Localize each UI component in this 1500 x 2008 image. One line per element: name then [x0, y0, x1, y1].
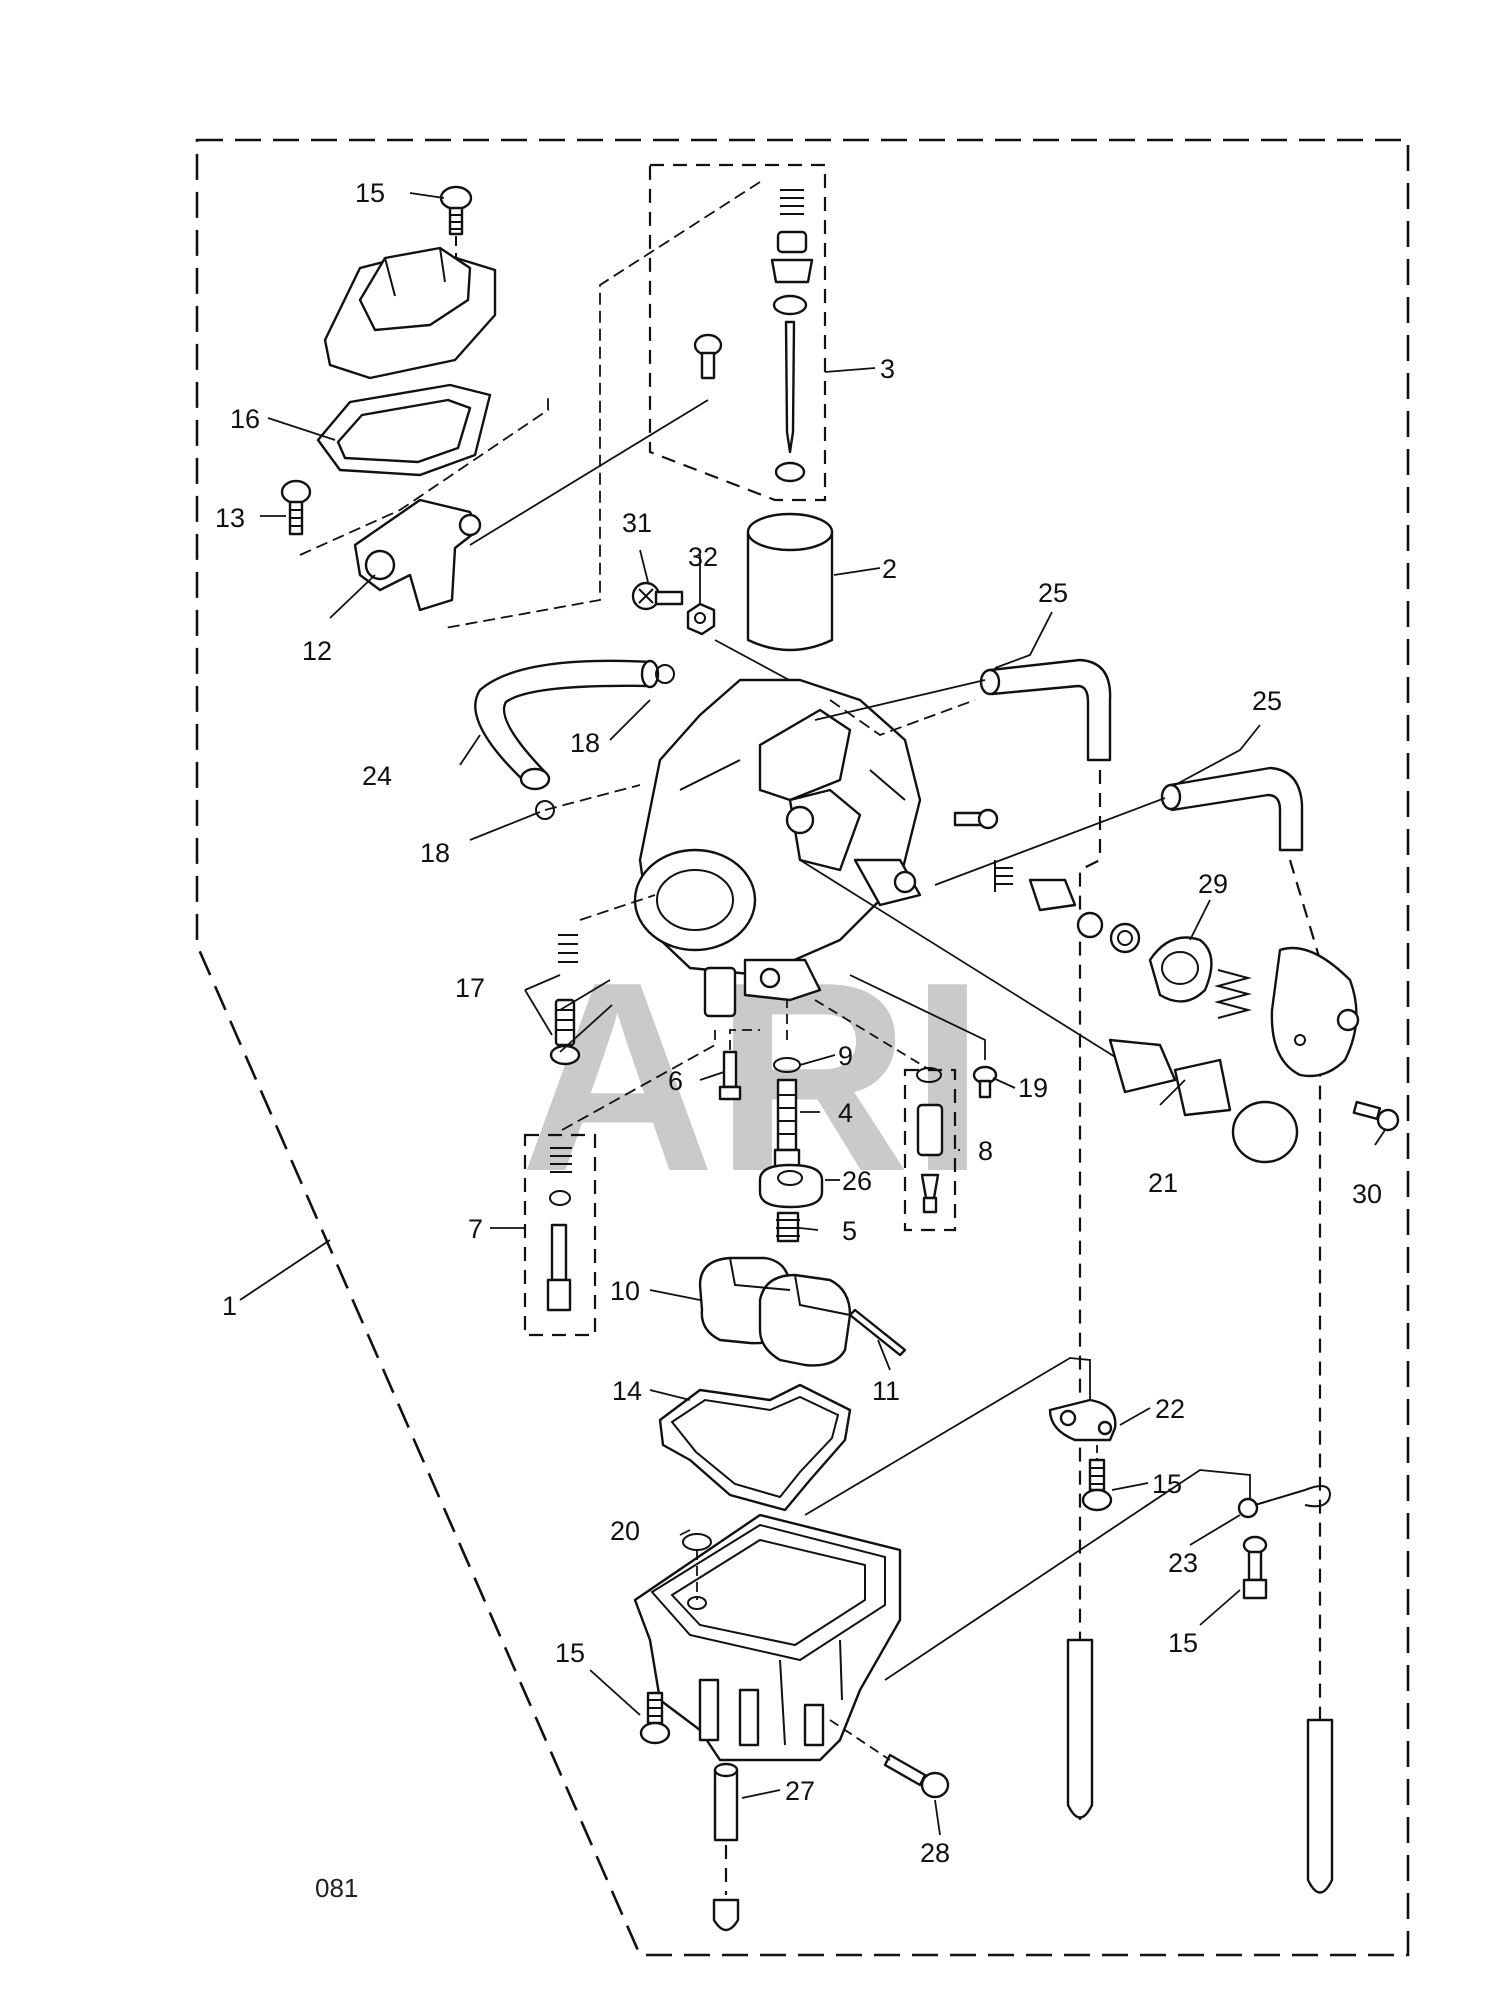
callout-9: 9 — [838, 1041, 853, 1071]
throttle-slide-2 — [746, 512, 834, 652]
screw-29 — [1352, 1100, 1400, 1132]
callout-6: 6 — [668, 1066, 683, 1096]
float-bowl — [633, 1513, 902, 1762]
clamp-23 — [1237, 1485, 1332, 1519]
gasket-16 — [316, 383, 492, 477]
float-bowl-gasket-14 — [658, 1383, 852, 1512]
plunger-rod — [1028, 878, 1077, 912]
screw-19 — [972, 1065, 998, 1099]
bracket-22 — [1048, 1398, 1117, 1442]
needle-valve-group-8 — [903, 1067, 957, 1232]
needle-spring — [780, 189, 804, 215]
callout-10: 10 — [610, 1276, 640, 1306]
callout-32: 32 — [688, 542, 718, 572]
callout-1: 1 — [222, 1291, 237, 1321]
callout-31: 31 — [622, 508, 652, 538]
starter-plunger-21 — [1108, 1038, 1299, 1164]
callout-12: 12 — [302, 636, 332, 666]
leader-lines — [239, 192, 1386, 1836]
callout-29: 30 — [1352, 1179, 1382, 1209]
pilot-jet-6 — [718, 1050, 742, 1101]
diaphragm-28 — [1148, 936, 1213, 1003]
figure-code: 081 — [315, 1873, 358, 1903]
float-10 — [698, 1256, 852, 1367]
carburetor-body — [633, 678, 922, 1018]
top-cover-group — [280, 185, 549, 612]
screw-13 — [280, 479, 312, 536]
throttle-lever-12 — [353, 498, 482, 612]
callout-15-bottom-left: 15 — [555, 1638, 585, 1668]
o-ring-20 — [682, 1533, 712, 1551]
main-jet-5 — [776, 1211, 800, 1243]
float-pin-11 — [848, 1308, 907, 1357]
screw-15-right — [1242, 1535, 1268, 1600]
jet-needle-group-3 — [648, 163, 827, 502]
cover-cap — [323, 246, 497, 380]
drain-hose-26 — [712, 1762, 740, 1932]
callout-15-middle: 15 — [1152, 1469, 1182, 1499]
hose-25-left — [979, 658, 1112, 1820]
callout-22: 22 — [1155, 1394, 1185, 1424]
callout-3: 3 — [880, 354, 895, 384]
clip-18-top — [655, 664, 675, 684]
clip-18-bottom — [535, 800, 555, 820]
assembly-boundary — [195, 138, 1410, 1957]
callout-4: 4 — [838, 1098, 853, 1128]
pilot-jet-group-7 — [523, 1133, 597, 1337]
callout-11: 11 — [872, 1376, 900, 1406]
callout-20: 20 — [610, 1516, 640, 1546]
callout-21: 21 — [1148, 1168, 1178, 1198]
pilot-screw-17 — [549, 934, 581, 1066]
screw-15-top — [439, 185, 473, 236]
callout-19: 19 — [1018, 1073, 1048, 1103]
callout-17: 17 — [455, 973, 485, 1003]
callout-25-left: 25 — [1038, 578, 1068, 608]
drain-screw-27 — [883, 1753, 950, 1799]
screw-15-middle — [1081, 1458, 1113, 1512]
callout-5: 5 — [842, 1216, 857, 1246]
washer-30 — [758, 1163, 824, 1209]
hose-24 — [474, 659, 660, 791]
main-jet-holder-4 — [773, 1078, 801, 1174]
screw-15-bottom-left — [639, 1691, 671, 1745]
callout-15-right: 15 — [1168, 1628, 1198, 1658]
screw-right-side — [953, 808, 999, 830]
callout-26: 27 — [785, 1776, 815, 1806]
accelerator-cover-29 — [1270, 946, 1360, 1078]
callout-30: 26 — [842, 1166, 872, 1196]
screw-31 — [631, 581, 684, 611]
callout-28: 29 — [1198, 869, 1228, 899]
callout-2: 2 — [882, 554, 897, 584]
callout-18-top: 18 — [570, 728, 600, 758]
callout-23: 23 — [1168, 1548, 1198, 1578]
callout-13: 13 — [215, 503, 245, 533]
callout-15-top: 15 — [355, 178, 385, 208]
callout-24: 24 — [362, 761, 392, 791]
callout-labels: 15 16 13 12 3 2 31 32 25 25 18 24 18 29 … — [215, 178, 1382, 1868]
callout-25-right: 25 — [1252, 686, 1282, 716]
callout-27: 28 — [920, 1838, 950, 1868]
callout-14: 14 — [612, 1376, 642, 1406]
callout-7: 7 — [468, 1214, 483, 1244]
callout-18-bottom: 18 — [420, 838, 450, 868]
callout-16: 16 — [230, 404, 260, 434]
callout-8: 8 — [978, 1136, 993, 1166]
nut-32 — [686, 602, 716, 636]
